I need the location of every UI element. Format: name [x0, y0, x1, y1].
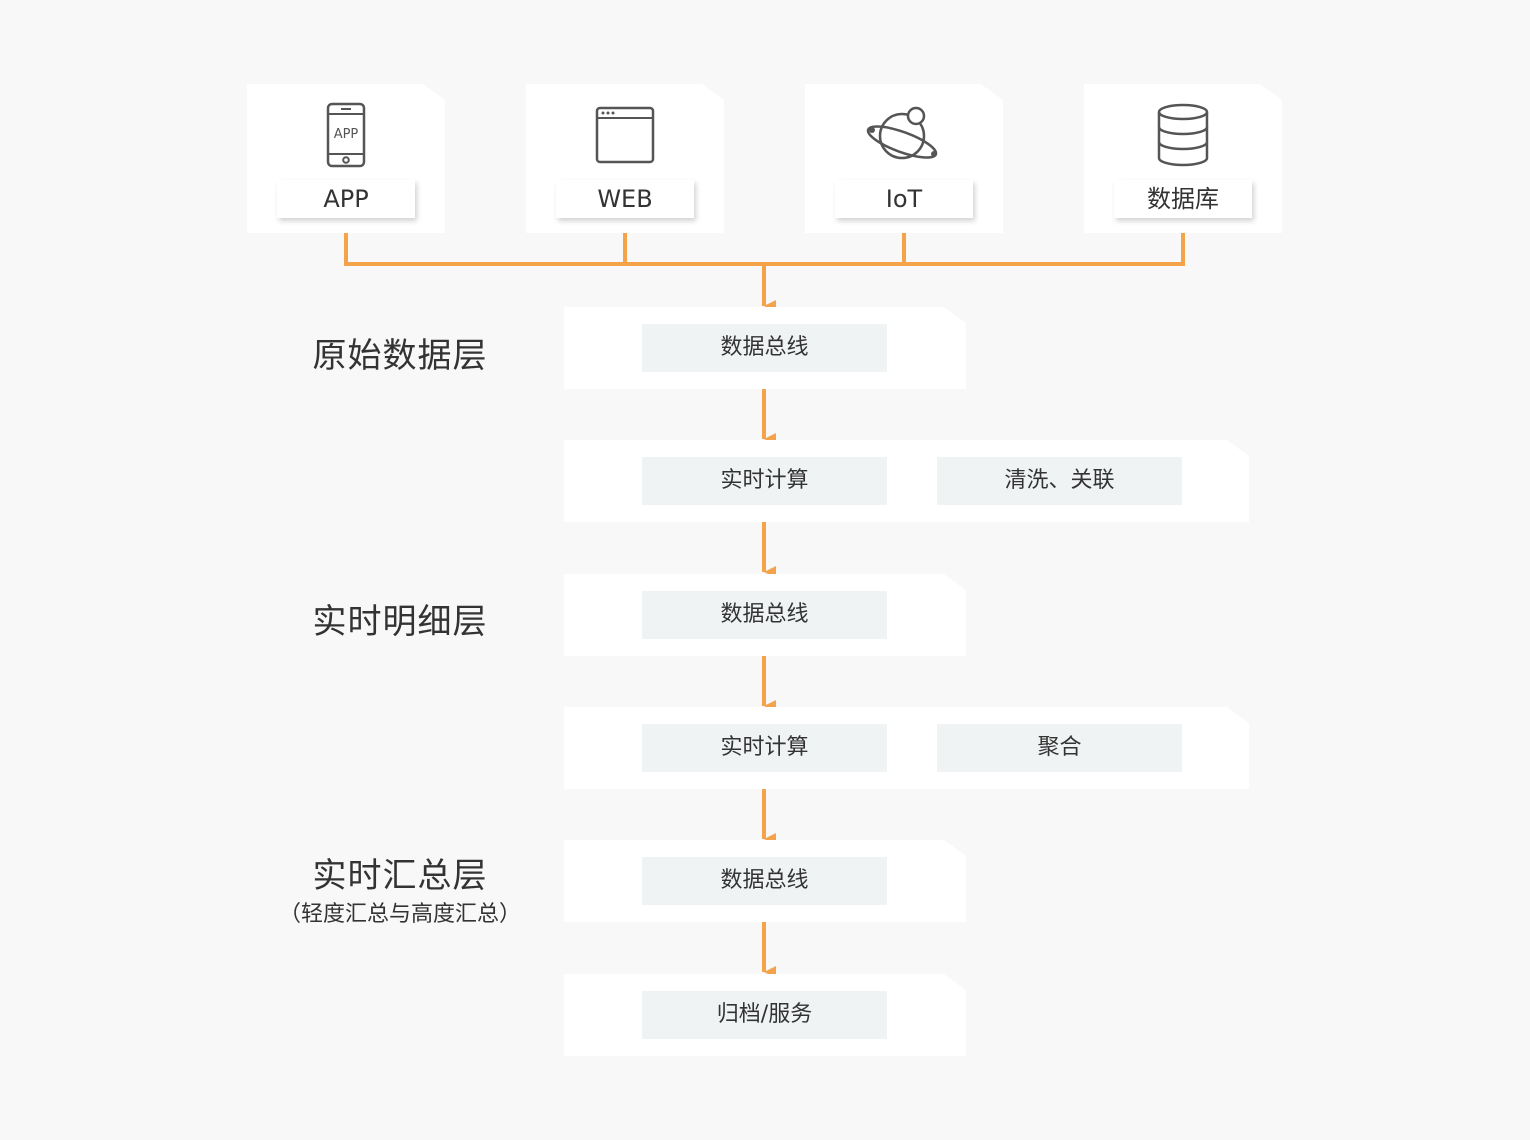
chip-aggregate: 聚合 [937, 724, 1182, 772]
chip-clean-join: 清洗、关联 [937, 457, 1182, 505]
row-bus2: 数据总线 [564, 574, 966, 656]
source-label-iot: IoT [835, 180, 973, 218]
layer-label-summary-note: （轻度汇总与高度汇总） [278, 902, 521, 927]
row-compute1: 实时计算 清洗、关联 [564, 440, 1249, 522]
chip-realtime-compute-1: 实时计算 [642, 457, 887, 505]
chip-archive-service: 归档/服务 [642, 991, 887, 1039]
chip-data-bus-3: 数据总线 [642, 857, 887, 905]
iot-planet-icon [864, 102, 944, 172]
row-bus1: 数据总线 [564, 307, 966, 389]
source-label-app: APP [277, 180, 415, 218]
layer-label-detail: 实时明细层 [312, 602, 488, 642]
mobile-app-icon: APP [306, 102, 386, 172]
chip-data-bus-1: 数据总线 [642, 324, 887, 372]
app-icon-text: APP [334, 127, 359, 142]
row-compute2: 实时计算 聚合 [564, 707, 1249, 789]
layer-label-summary: 实时汇总层 [312, 856, 488, 896]
source-card-iot: IoT [805, 84, 1003, 233]
row-archive: 归档/服务 [564, 974, 966, 1056]
source-card-app: APP APP [247, 84, 445, 233]
source-label-database: 数据库 [1114, 180, 1252, 218]
database-icon [1143, 102, 1223, 172]
chip-realtime-compute-2: 实时计算 [642, 724, 887, 772]
layer-label-raw: 原始数据层 [312, 336, 488, 376]
chip-data-bus-2: 数据总线 [642, 591, 887, 639]
source-card-database: 数据库 [1084, 84, 1282, 233]
browser-window-icon [585, 102, 665, 172]
source-bus-line [344, 233, 1185, 266]
source-label-web: WEB [556, 180, 694, 218]
row-bus3: 数据总线 [564, 840, 966, 922]
source-card-web: WEB [526, 84, 724, 233]
